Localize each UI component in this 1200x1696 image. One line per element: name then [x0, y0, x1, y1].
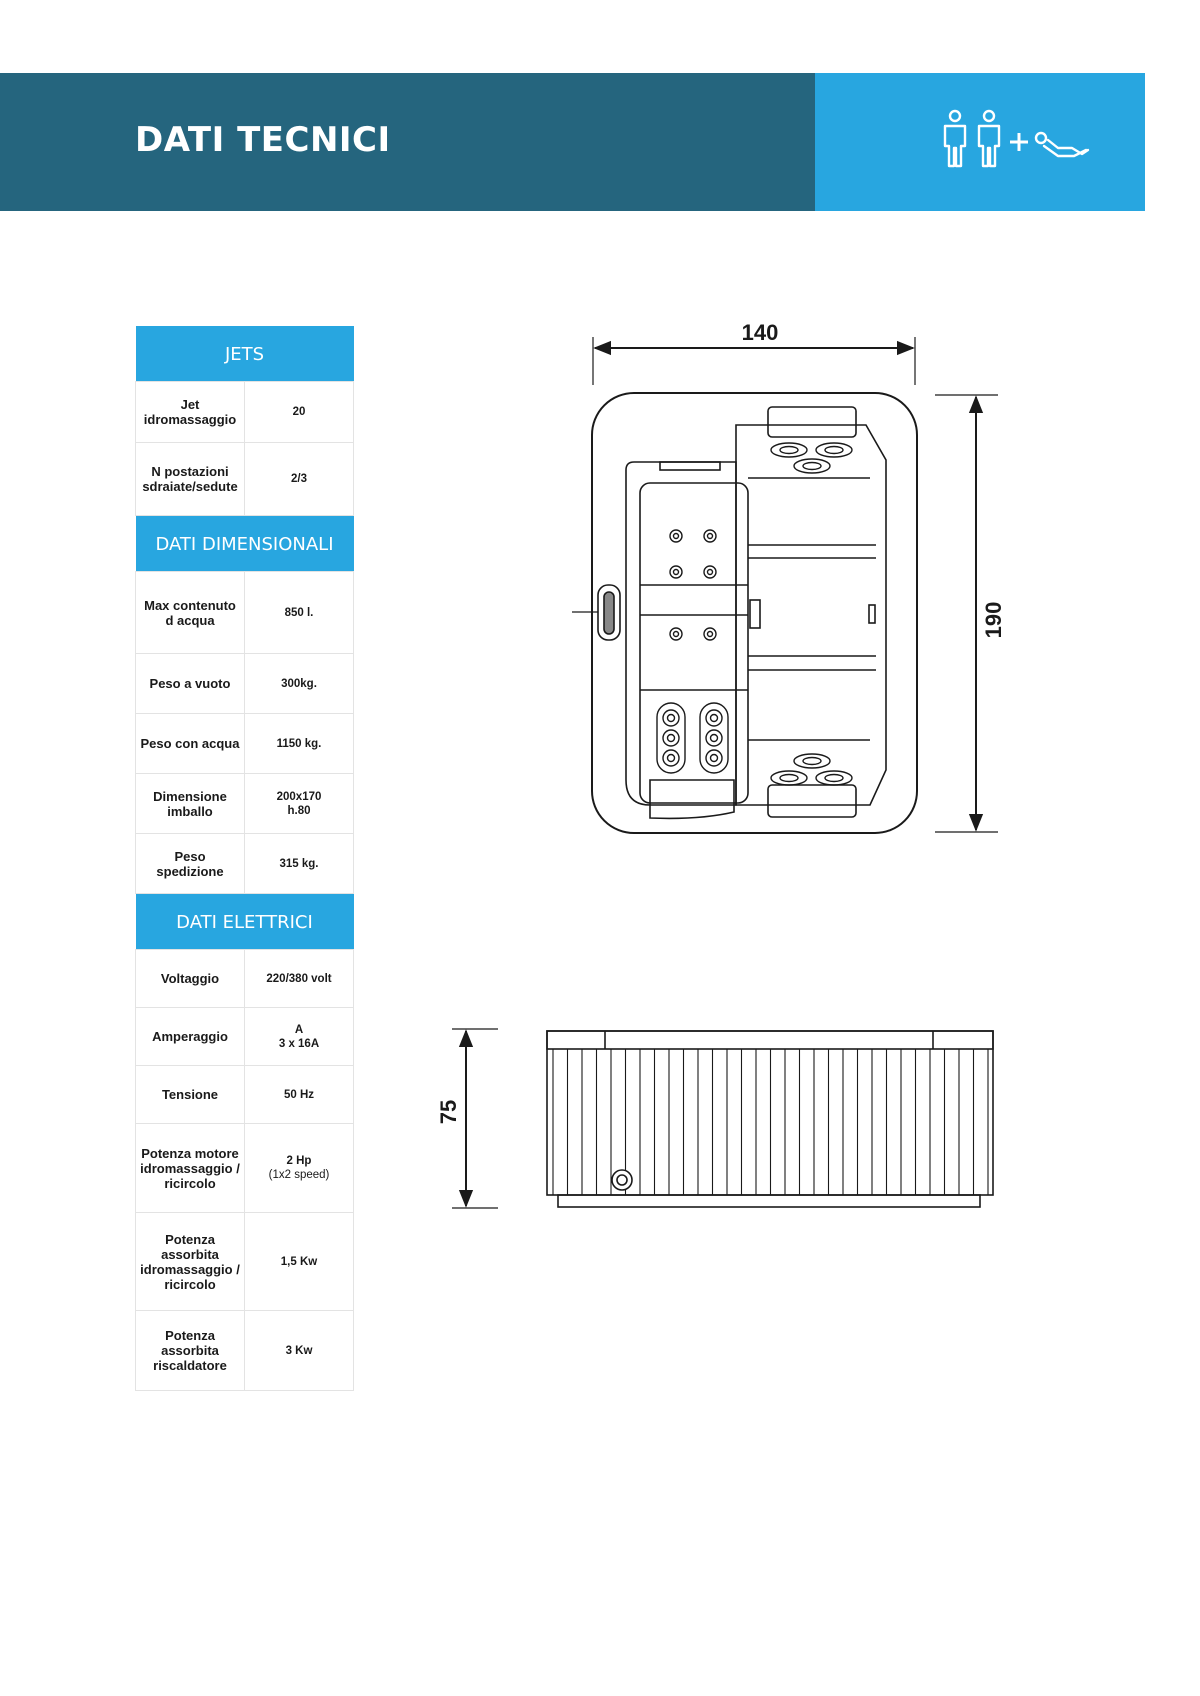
height-label: 75 [436, 1100, 461, 1124]
section-header-jets: JETS [135, 326, 354, 382]
table-row: Peso a vuoto 300kg. [135, 653, 354, 714]
lounger-seat [639, 482, 749, 804]
table-row: Max contenuto d acqua 850 l. [135, 571, 354, 654]
person-icon [977, 109, 1001, 168]
table-row: Peso con acqua 1150 kg. [135, 713, 354, 774]
length-dimension [935, 394, 998, 833]
section-title: DATI ELETTRICI [135, 893, 354, 950]
row-value: 200x170 h.80 [244, 773, 354, 834]
value-main: 2 Hp [286, 1155, 312, 1167]
row-label: Peso con acqua [135, 713, 245, 774]
row-value: 1,5 Kw [244, 1212, 354, 1311]
row-label: Dimensione imballo [135, 773, 245, 834]
table-row: Amperaggio A 3 x 16A [135, 1007, 354, 1066]
spec-table: JETS Jet idromassaggio 20 N postazioni s… [135, 326, 354, 1391]
pillow-icon [649, 779, 735, 820]
table-row: Voltaggio 220/380 volt [135, 949, 354, 1008]
row-label: Tensione [135, 1065, 245, 1124]
section-header-dimensions: DATI DIMENSIONALI [135, 515, 354, 572]
row-label: Peso a vuoto [135, 653, 245, 714]
drain-valve-icon [611, 1169, 633, 1191]
row-value: 220/380 volt [244, 949, 354, 1008]
capacity-icons [943, 109, 1090, 168]
row-value: 3 Kw [244, 1310, 354, 1391]
section-title: JETS [135, 326, 354, 382]
spa-inner-tub [735, 424, 887, 806]
row-value: 2/3 [244, 442, 354, 516]
row-label: Potenza assorbita idromassaggio / ricirc… [135, 1212, 245, 1311]
page-title: DATI TECNICI [135, 120, 391, 160]
row-value: A 3 x 16A [244, 1007, 354, 1066]
table-row: Potenza assorbita riscaldatore 3 Kw [135, 1310, 354, 1391]
section-title: DATI DIMENSIONALI [135, 515, 354, 572]
cabinet-slats [552, 1049, 989, 1195]
side-view [452, 1028, 994, 1209]
jet-group [656, 702, 729, 774]
plus-icon [1010, 133, 1028, 151]
table-row: Dimensione imballo 200x170 h.80 [135, 773, 354, 834]
row-value: 850 l. [244, 571, 354, 654]
table-row: Potenza assorbita idromassaggio / ricirc… [135, 1212, 354, 1311]
length-label: 190 [981, 602, 1006, 639]
person-icon [943, 109, 967, 168]
value-sub: (1x2 speed) [268, 1169, 330, 1181]
row-label: Potenza assorbita riscaldatore [135, 1310, 245, 1391]
jet-group [669, 529, 717, 641]
row-value: 300kg. [244, 653, 354, 714]
row-value: 315 kg. [244, 833, 354, 894]
table-row: Tensione 50 Hz [135, 1065, 354, 1124]
pillow-icon [767, 406, 857, 438]
section-header-electrical: DATI ELETTRICI [135, 893, 354, 950]
row-label: Max contenuto d acqua [135, 571, 245, 654]
table-row: Peso spedizione 315 kg. [135, 833, 354, 894]
height-dimension [452, 1028, 498, 1209]
row-label: Voltaggio [135, 949, 245, 1008]
top-view [572, 337, 998, 834]
table-row: N postazioni sdraiate/sedute 2/3 [135, 442, 354, 516]
row-value: 50 Hz [244, 1065, 354, 1124]
width-dimension [592, 337, 916, 385]
table-row: Potenza motore idromassaggio / ricircolo… [135, 1123, 354, 1213]
width-label: 140 [742, 320, 779, 345]
row-label: Potenza motore idromassaggio / ricircolo [135, 1123, 245, 1213]
row-label: Peso spedizione [135, 833, 245, 894]
jet-group [770, 442, 853, 474]
lounger-icon [1034, 131, 1090, 158]
spa-outer-shell [591, 392, 918, 834]
jet-group [770, 753, 853, 786]
pillow-icon [767, 784, 857, 818]
header-band [0, 73, 815, 211]
